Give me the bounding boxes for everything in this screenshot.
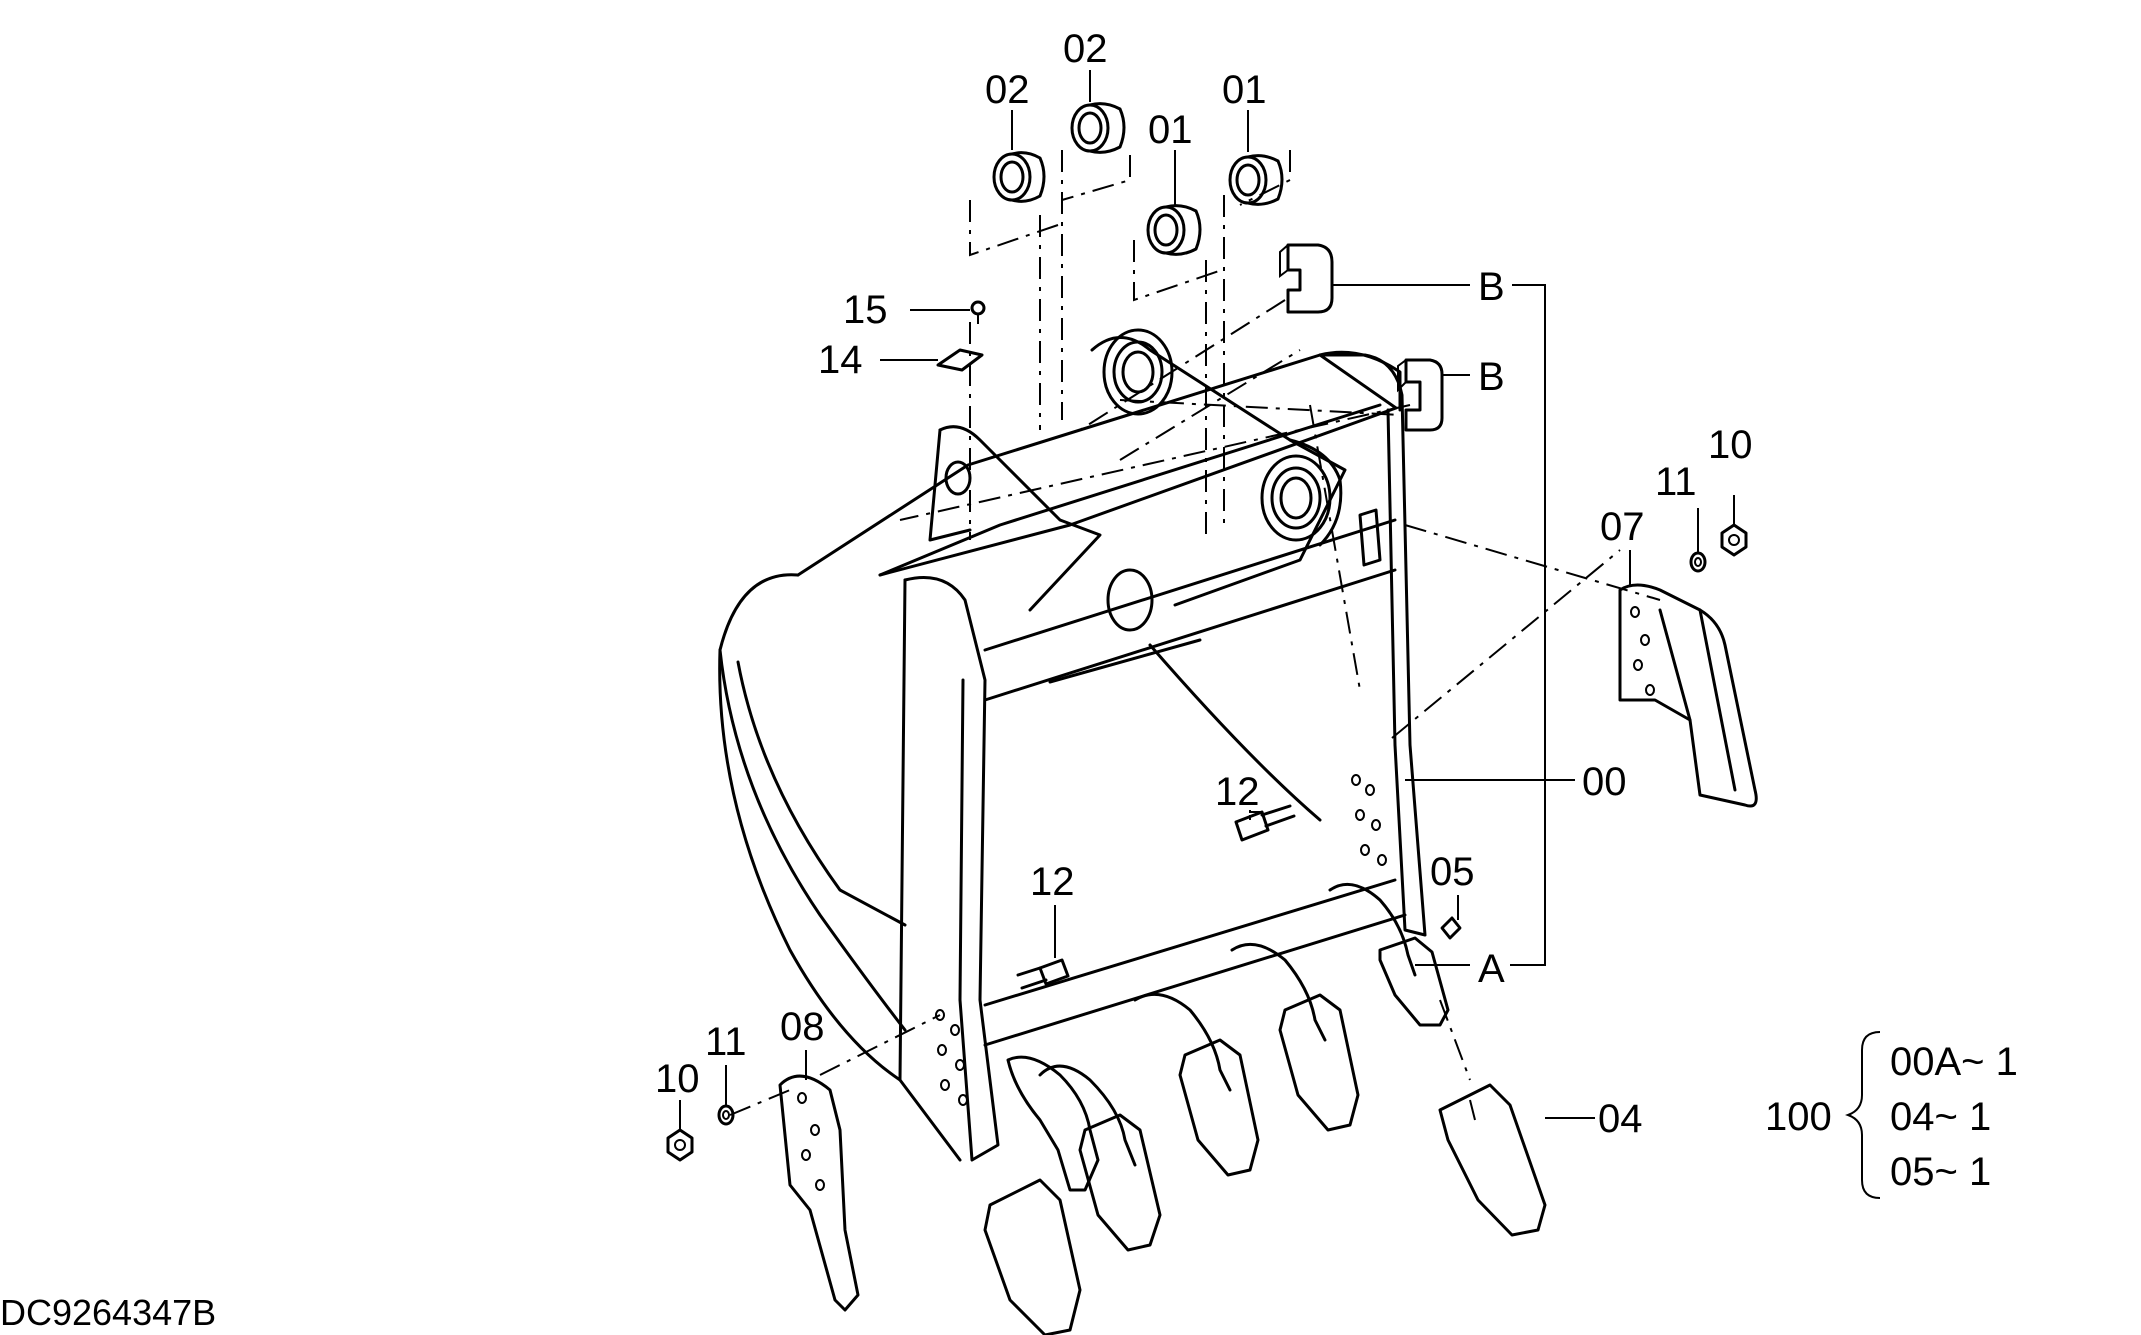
assembly-item-2: 04~ 1 [1890,1095,1991,1139]
screw-15 [970,300,986,324]
bolt-12-lower [1016,958,1070,990]
callout-04: 04 [1598,1097,1643,1141]
callout-15: 15 [843,288,888,332]
tooth-adapter-3 [1133,992,1260,1177]
shim-b-upper [1279,243,1334,314]
drawing-code: DC9264347B [0,1292,216,1333]
leader-lines [679,70,1735,1130]
pin-boss-lower [1260,454,1332,542]
tooth-adapter-2 [1038,1064,1162,1252]
tooth-adapter-4 [1230,942,1360,1132]
bolt-12-upper [1234,804,1296,842]
washer-11-right [1689,551,1707,573]
callout-01-left: 01 [1148,108,1193,152]
side-plate-holes [935,774,1387,1106]
nut-10-right [1720,523,1748,557]
pin-boss-upper [1102,328,1174,416]
callout-b-upper: B [1478,265,1505,309]
assembly-item-3: 05~ 1 [1890,1150,1991,1194]
callout-12-lower: 12 [1030,860,1075,904]
callout-05: 05 [1430,850,1475,894]
bucket-body [718,336,1427,1162]
callout-b-lower: B [1478,355,1505,399]
pin-boss-left [944,460,1154,632]
lock-pin-05 [1440,916,1462,940]
callout-00: 00 [1582,760,1627,804]
callout-02-right: 02 [1063,27,1108,71]
bushing-02-right [1070,102,1126,154]
callout-14: 14 [818,338,863,382]
callout-11-right: 11 [1655,460,1697,504]
bushing-02-left [992,151,1046,203]
tooth-04 [1438,1083,1547,1237]
callout-10-left: 10 [655,1057,700,1101]
assembly-item-1: 00A~ 1 [1890,1040,2018,1084]
shim-b-lower [1397,358,1444,432]
side-cutter-07 [1618,583,1758,808]
callout-10-right: 10 [1708,423,1753,467]
assembly-brace [1845,1031,1881,1199]
tooth-adapter-5 [1328,882,1450,1027]
nameplate-14 [936,348,984,372]
callout-02-left: 02 [985,68,1030,112]
callout-01-right: 01 [1222,68,1267,112]
callout-11-left: 11 [705,1020,747,1064]
nut-10-left [666,1128,694,1162]
callout-a: A [1478,947,1505,991]
bushing-01-right [1228,154,1284,206]
callout-12-upper: 12 [1215,770,1260,814]
tooth-1 [983,1178,1082,1335]
callout-08: 08 [780,1005,825,1049]
bushing-01-left [1146,204,1202,256]
tooth-adapter-1 [1006,1055,1100,1192]
assembly-number: 100 [1765,1095,1832,1139]
side-cutter-08 [778,1074,860,1312]
callout-07: 07 [1600,505,1645,549]
